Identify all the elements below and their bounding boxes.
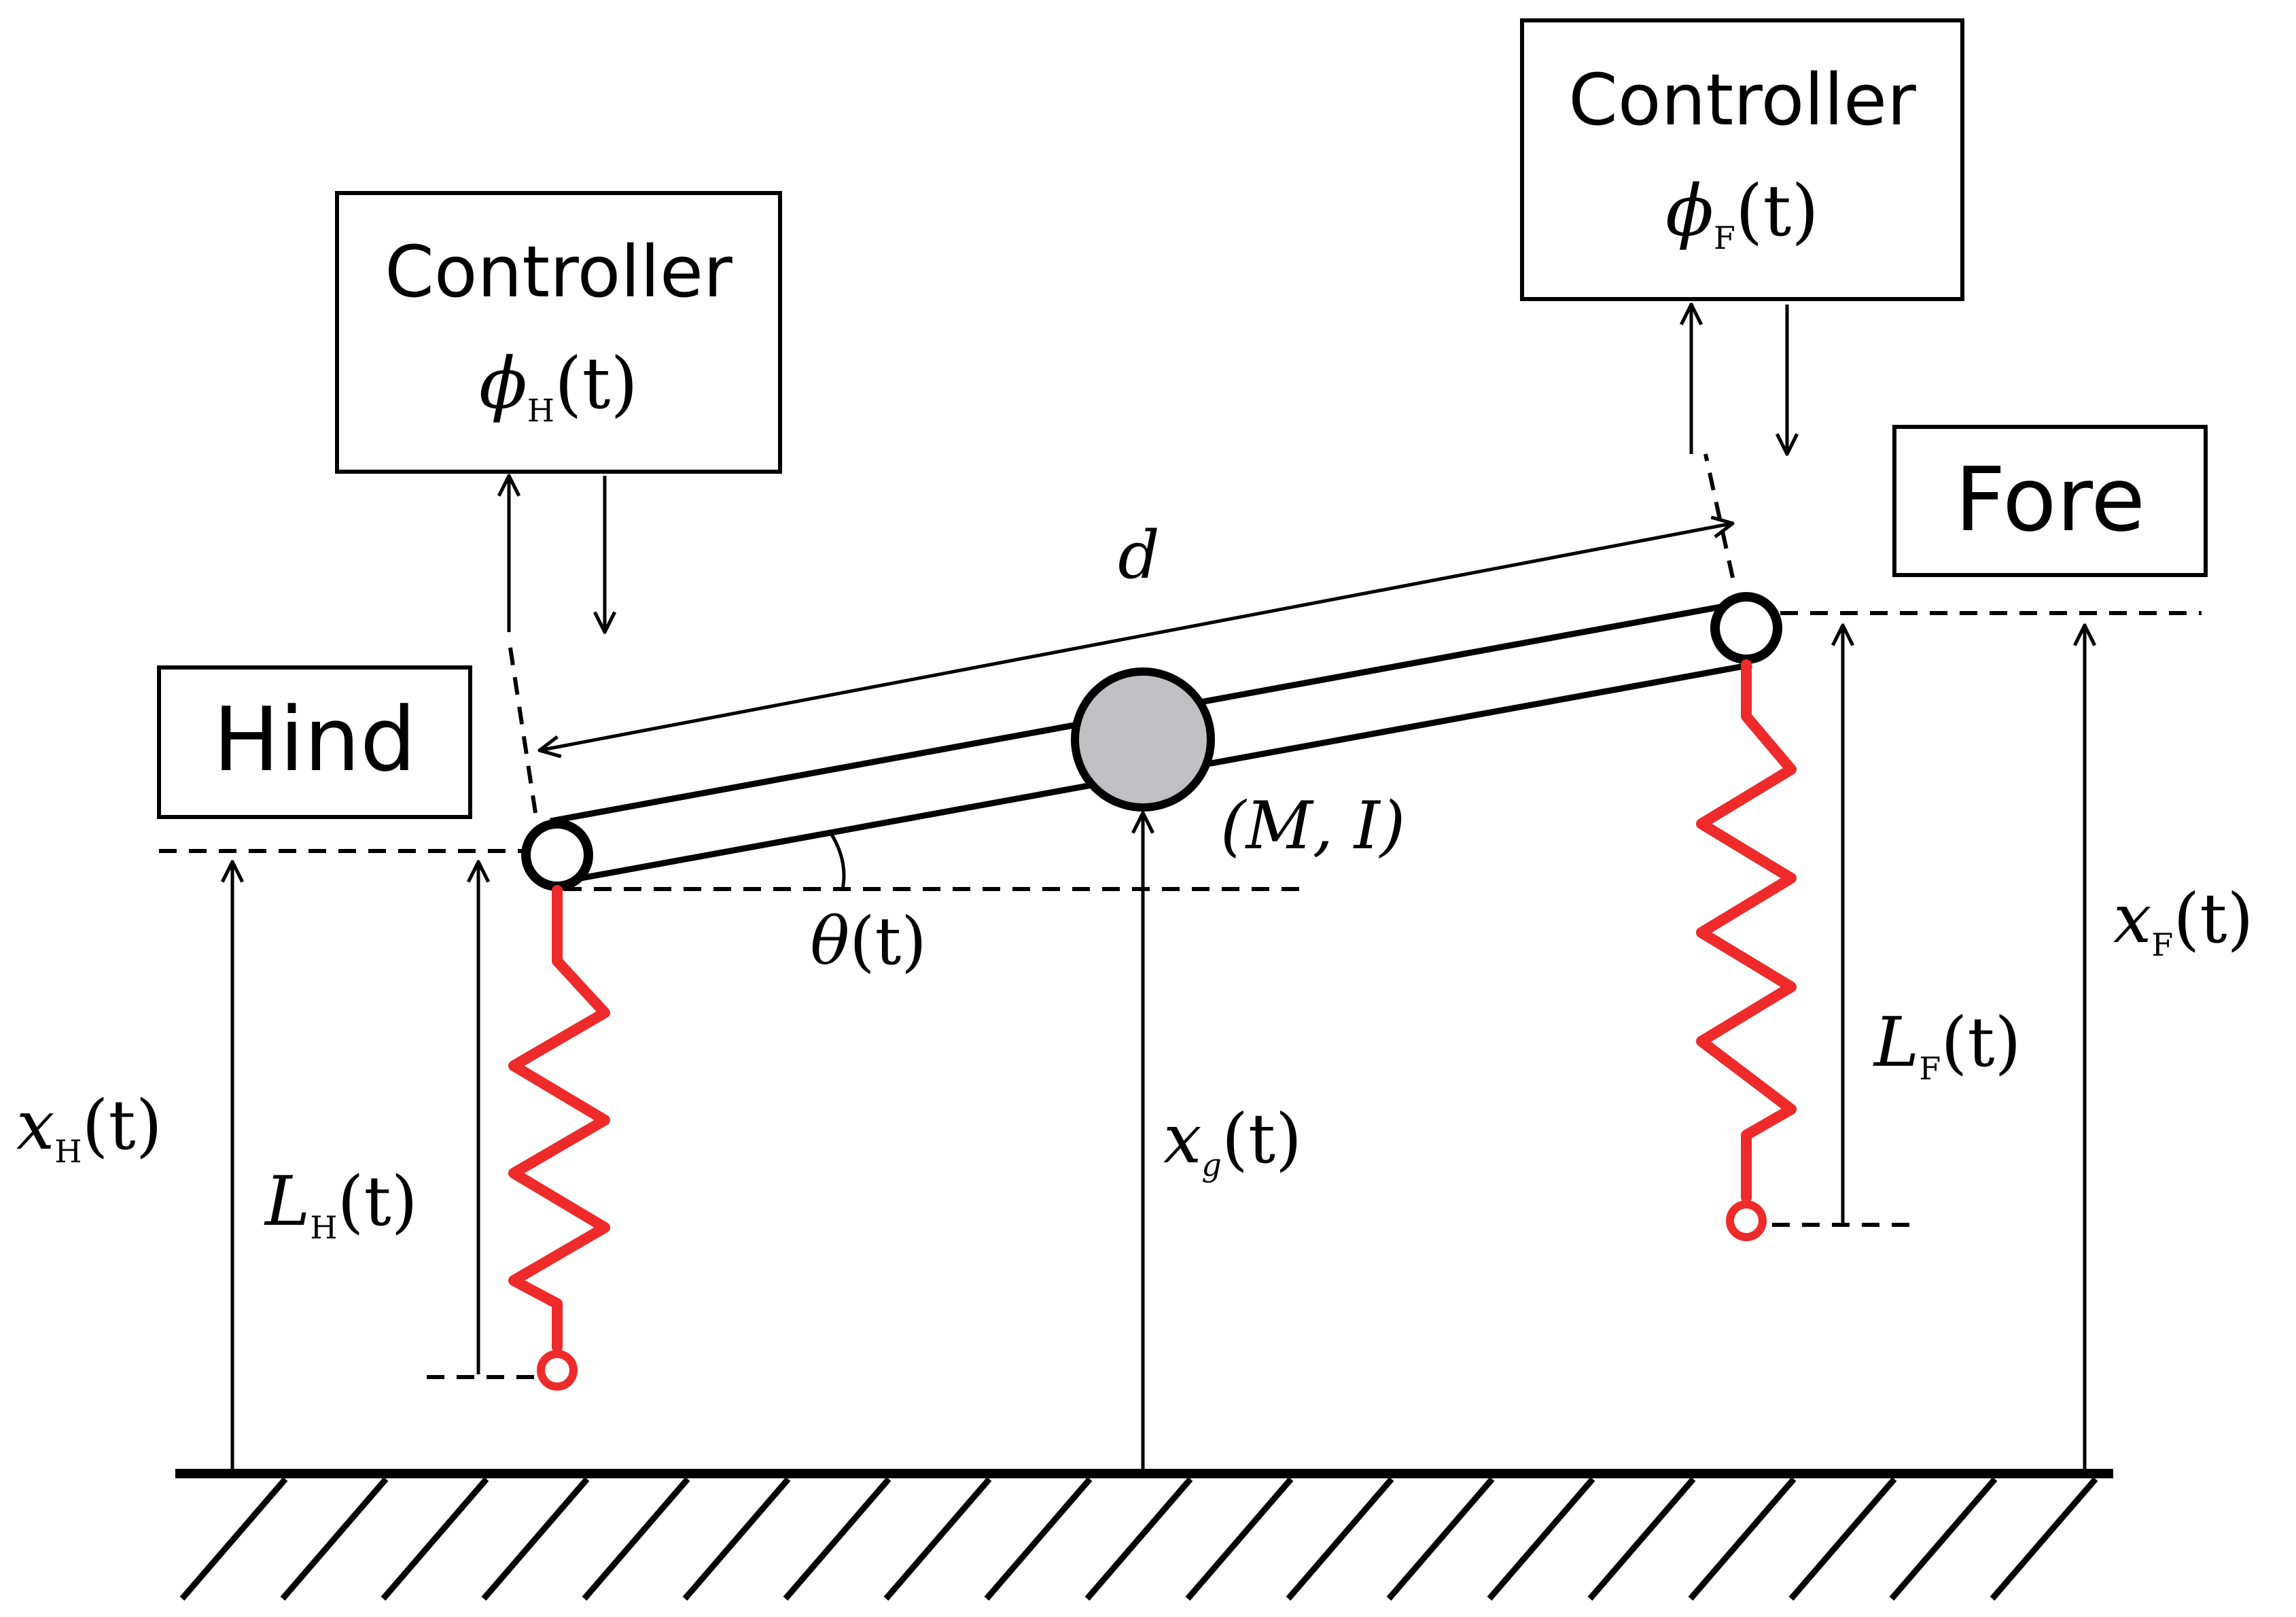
ground-hatch-line: [179, 1477, 288, 1601]
theta-label: θ(t): [810, 903, 926, 979]
ground-hatch-line: [381, 1477, 489, 1601]
fore-hip-joint: [1710, 592, 1782, 664]
ground-hatch-line: [1889, 1477, 1998, 1601]
ground-hatch-line: [783, 1477, 891, 1601]
fore-label-box: Fore: [1892, 425, 2208, 577]
ground-hatch-line: [582, 1477, 690, 1601]
ground-hatch-line: [1286, 1477, 1394, 1601]
mass-inertia-label: (M, I): [1220, 788, 1405, 864]
fore-foot: [1726, 1200, 1767, 1241]
ground-hatch-line: [1990, 1477, 2098, 1601]
controller-hind-title: Controller: [385, 230, 732, 313]
distance-label: d: [1118, 517, 1159, 593]
l-hind-label: LH(t): [264, 1162, 418, 1246]
hind-extension-line: [507, 638, 537, 814]
ground-hatching: [179, 1477, 2098, 1601]
hind-label-box: Hind: [157, 665, 472, 819]
fore-leg-spring: [1696, 659, 1797, 1203]
x-g-label: xg(t): [1163, 1099, 1302, 1183]
ground-hatch-line: [481, 1477, 590, 1601]
distance-arrow: [540, 523, 1733, 750]
x-fore-label: xF(t): [2113, 879, 2254, 963]
ground-hatch-line: [1386, 1477, 1495, 1601]
ground-hatch-line: [682, 1477, 791, 1601]
svg-text:Fore: Fore: [1955, 448, 2145, 551]
ground-hatch-line: [1587, 1477, 1696, 1601]
svg-text:Hind: Hind: [213, 688, 417, 791]
ground-hatch-line: [280, 1477, 389, 1601]
controller-fore: Controller ϕF(t): [1520, 18, 1964, 301]
x-hind-label: xH(t): [16, 1085, 162, 1170]
ground-hatch-line: [984, 1477, 1093, 1601]
phi-hind-label: ϕH(t): [479, 342, 638, 429]
phi-fore-label: ϕF(t): [1665, 169, 1819, 256]
controller-fore-box: [1520, 18, 1964, 301]
controller-hind-box: [335, 191, 782, 474]
l-fore-label: LF(t): [1873, 1003, 2021, 1087]
ground: [175, 1469, 2113, 1601]
ground-hatch-line: [1487, 1477, 1595, 1601]
hind-hip-joint: [521, 819, 593, 891]
ground-hatch-line: [1084, 1477, 1193, 1601]
ground-hatch-line: [1688, 1477, 1797, 1601]
fore-extension-line: [1703, 453, 1735, 578]
ground-hatch-line: [883, 1477, 992, 1601]
controller-fore-title: Controller: [1568, 58, 1916, 141]
hind-foot: [537, 1350, 578, 1391]
ground-hatch-line: [1788, 1477, 1897, 1601]
ground-hatch-line: [1185, 1477, 1294, 1601]
hind-leg-spring: [508, 885, 610, 1353]
theta-arc: [830, 833, 846, 890]
center-of-mass: [1071, 667, 1215, 812]
controller-hind: Controller ϕH(t): [335, 191, 782, 474]
